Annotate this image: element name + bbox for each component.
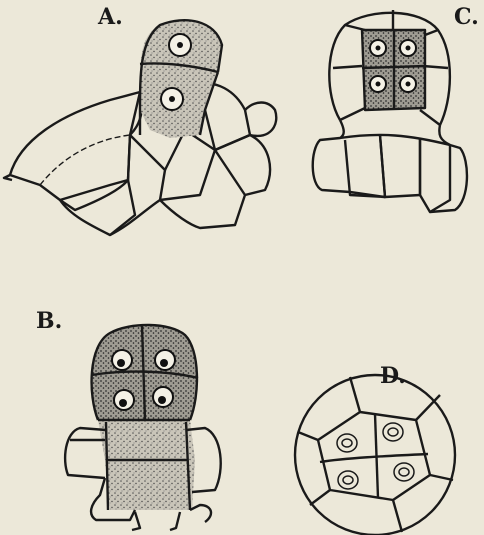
label-figure-a: A. bbox=[98, 4, 123, 30]
figure-d bbox=[295, 375, 455, 535]
figure-a bbox=[4, 20, 276, 235]
label-figure-c: C. bbox=[454, 4, 479, 30]
label-figure-d: D. bbox=[380, 363, 406, 389]
label-figure-b: B. bbox=[36, 308, 62, 334]
figure-c bbox=[313, 10, 467, 212]
figure-b bbox=[65, 325, 221, 530]
